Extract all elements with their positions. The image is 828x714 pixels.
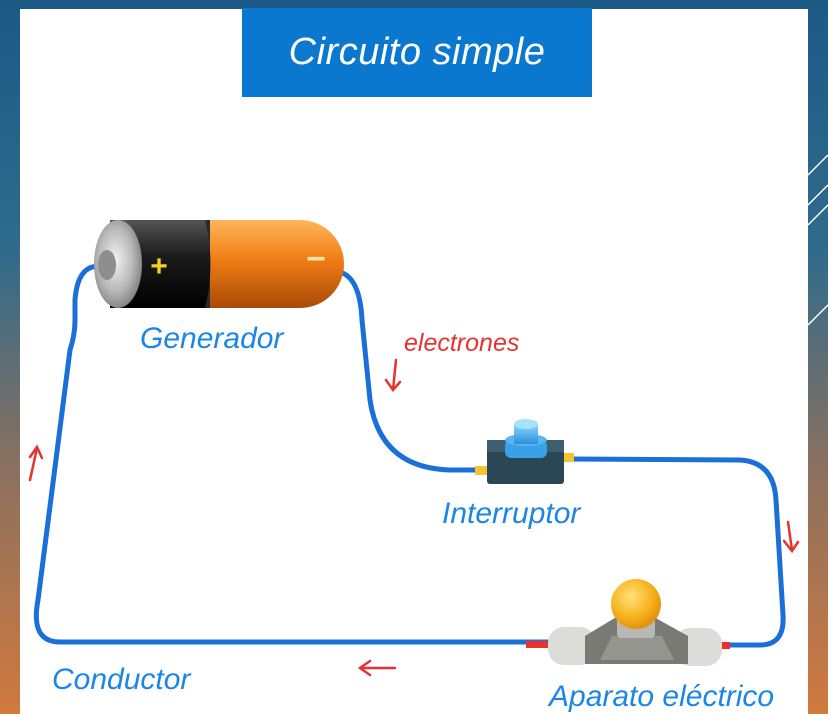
switch-icon [475, 419, 574, 484]
diagram-title: Circuito simple [288, 31, 546, 73]
conductor-label: Conductor [52, 663, 191, 696]
circuit-wire [33, 263, 786, 648]
switch-label: Interruptor [442, 497, 581, 530]
arrow-icon [28, 358, 800, 677]
battery-icon [94, 220, 344, 308]
light-bulb-icon [526, 579, 730, 666]
device-label: Aparato eléctrico [549, 680, 775, 713]
generator-label: Generador [140, 322, 284, 355]
title-banner: Circuito simple [242, 8, 592, 97]
positive-terminal-sign: + [150, 250, 168, 283]
electrons-label: electrones [404, 329, 520, 357]
negative-terminal-sign: − [306, 240, 326, 278]
diagram-panel [20, 9, 808, 714]
